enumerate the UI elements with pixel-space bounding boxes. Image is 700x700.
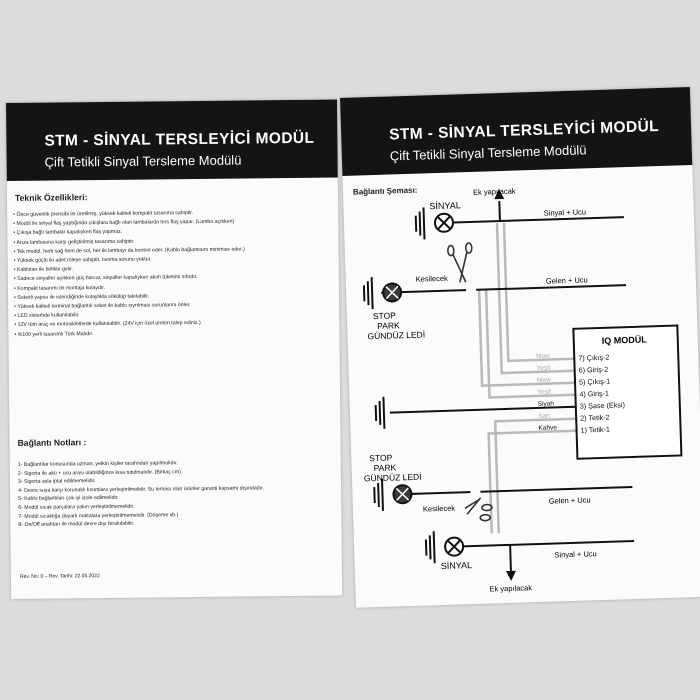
sinyal-ucu-bot-label: Sinyal + Ucu bbox=[554, 549, 597, 559]
pliers-bot-icon bbox=[464, 497, 493, 522]
ground-siyah bbox=[374, 396, 386, 429]
gunduz-top-label: GÜNDÜZ LEDİ bbox=[367, 329, 425, 341]
gelen-ucu-bot-label: Gelen + Ucu bbox=[549, 495, 591, 505]
wire-mavi-2 bbox=[477, 289, 576, 387]
ek-bot-wire bbox=[509, 544, 512, 571]
stop-lamp-top-icon bbox=[382, 282, 403, 303]
park-bot-label: PARK bbox=[373, 462, 396, 473]
features-list: Önce güvenlik prensibi ile üretilmiş, yü… bbox=[13, 208, 332, 340]
module-pin-label: 5) Çıkış-1 bbox=[579, 377, 610, 387]
kesilecek-top-label: Kesilecek bbox=[416, 274, 449, 284]
gelen-bot-wire bbox=[392, 486, 633, 496]
sinyal-bot-wire bbox=[444, 539, 635, 548]
note-item: 8- On/Off anahtarı ile modül devre dışı … bbox=[18, 520, 135, 529]
features-heading: Teknik Özellikleri: bbox=[14, 192, 88, 203]
module-pin-labels: 7) Çıkış-2 6) Giriş-2 5) Çıkış-1 4) Giriş-1… bbox=[578, 353, 625, 435]
wire-color-label: Yeşil bbox=[537, 389, 551, 396]
wire-color-label: Siyah bbox=[538, 400, 555, 408]
sinyal-top-label: SİNYAL bbox=[429, 200, 461, 211]
wire-sari bbox=[493, 417, 577, 534]
ground-sinyal-top bbox=[414, 207, 426, 240]
module-title: IQ MODÜL bbox=[602, 334, 648, 345]
wire-mavi-1 bbox=[502, 222, 575, 363]
ek-top-label: Ek yapılacak bbox=[473, 187, 516, 197]
module-pin-label: 6) Giriş-2 bbox=[579, 365, 609, 375]
gelen-ucu-top-label: Gelen + Ucu bbox=[546, 275, 588, 285]
module-pin-label: 2) Tetik-2 bbox=[580, 413, 610, 423]
notes-heading: Bağlantı Notları : bbox=[17, 437, 87, 448]
wiring-diagram: Ek yapılacak SİNYAL Sinyal + Ucu Kesilec… bbox=[362, 187, 683, 594]
wire-kahve bbox=[487, 429, 577, 534]
left-page: STM - SİNYAL TERSLEYİCİ MODÜL Çift Tetik… bbox=[6, 99, 343, 599]
park-top-label: PARK bbox=[377, 320, 400, 331]
sinyal-lamp-bot-icon bbox=[444, 536, 465, 557]
notes-list: 1- Bağlantılar konusunda uzman, yetkin k… bbox=[18, 458, 329, 530]
wire-yesil-1 bbox=[495, 223, 575, 375]
module-pin-label: 3) Şase (Eksi) bbox=[580, 400, 625, 410]
ek-top-arrow bbox=[494, 189, 505, 200]
iq-module-box bbox=[572, 324, 683, 460]
page-title: STM - SİNYAL TERSLEYİCİ MODÜL bbox=[44, 129, 315, 150]
wire-color-label: Yeşil bbox=[536, 365, 550, 372]
sinyal-top-wire bbox=[433, 216, 624, 225]
gunduz-bot-label: GÜNDÜZ LEDİ bbox=[364, 472, 422, 484]
wire-color-label: Kahve bbox=[538, 424, 557, 432]
siyah-ground-wire bbox=[389, 405, 576, 414]
header-band: STM - SİNYAL TERSLEYİCİ MODÜL Çift Tetik… bbox=[6, 99, 338, 181]
stop-lamp-bot-icon bbox=[392, 484, 413, 505]
wire-yesil-2 bbox=[484, 289, 576, 399]
module-pin-label: 1) Tetik-1 bbox=[580, 425, 610, 435]
stop-bot-label: STOP bbox=[369, 453, 393, 464]
ek-bot-label: Ek yapılacak bbox=[489, 583, 532, 593]
wire-color-label: Mavi bbox=[537, 377, 551, 384]
pliers-top-icon bbox=[447, 242, 473, 283]
wire-color-label: Sarı bbox=[538, 413, 550, 420]
sinyal-bot-label: SİNYAL bbox=[441, 560, 473, 571]
ek-top-wire bbox=[498, 201, 501, 222]
ground-stop-bot bbox=[373, 478, 384, 511]
right-page: STM - SİNYAL TERSLEYİCİ MODÜL Çift Tetik… bbox=[340, 87, 700, 608]
ground-stop-top bbox=[362, 277, 374, 310]
wire-color-label: Mavi bbox=[536, 353, 550, 360]
ground-sinyal-bot bbox=[424, 531, 436, 564]
module-pin-label: 4) Giriş-1 bbox=[579, 389, 609, 399]
gelen-top-wire bbox=[381, 284, 627, 294]
revision-text: Rev. No: 0 – Rev. Tarihi: 22.05.2022 bbox=[19, 573, 100, 580]
kesilecek-bot-label: Kesilecek bbox=[423, 504, 456, 514]
stop-top-label: STOP bbox=[373, 310, 397, 321]
ek-bot-arrow bbox=[505, 570, 516, 581]
sinyal-lamp-top-icon bbox=[433, 212, 454, 233]
sinyal-ucu-top-label: Sinyal + Ucu bbox=[544, 207, 587, 217]
ground-symbols bbox=[362, 207, 436, 564]
page-subtitle: Çift Tetikli Sinyal Tersleme Modülü bbox=[44, 152, 242, 170]
module-pin-label: 7) Çıkış-2 bbox=[578, 353, 609, 363]
